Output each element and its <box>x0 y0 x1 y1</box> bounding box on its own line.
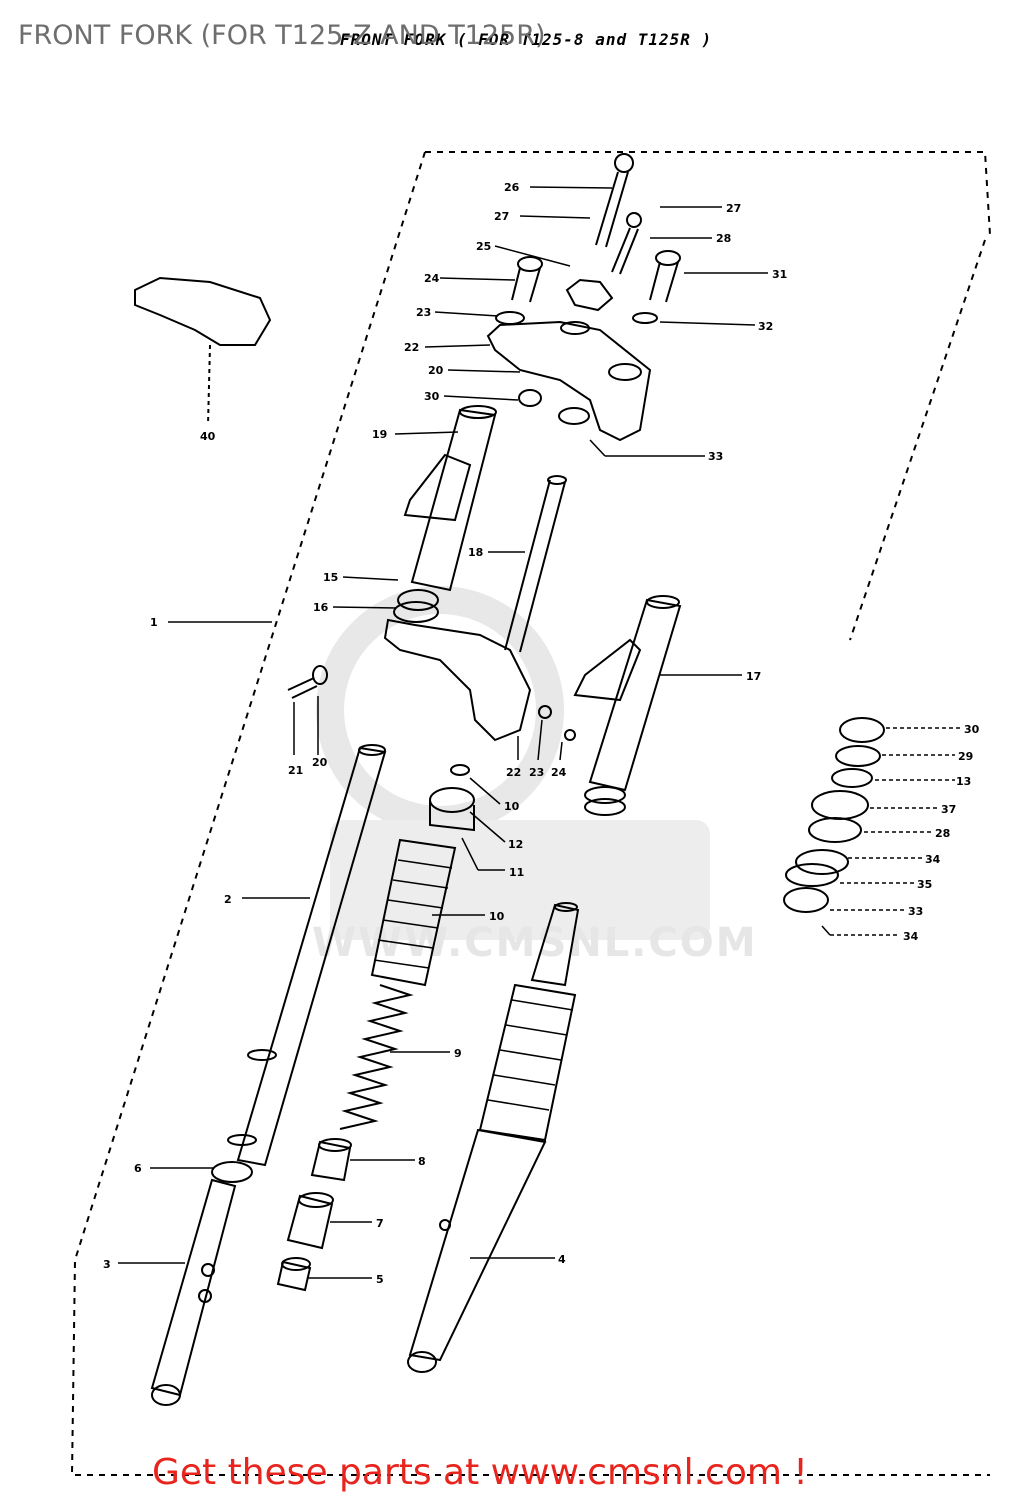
callout-27: 27 <box>726 202 741 215</box>
lower-leg-4 <box>407 902 580 1373</box>
steering-bearing-stack <box>783 717 885 913</box>
callout-29: 29 <box>958 750 973 763</box>
callout-23: 23 <box>529 766 544 779</box>
washer-24 <box>564 729 576 741</box>
callout-33: 33 <box>908 905 923 918</box>
nut-30 <box>518 389 542 407</box>
cap-10 <box>450 764 470 776</box>
callout-22: 22 <box>506 766 521 779</box>
bush-5 <box>276 1260 312 1292</box>
callout-34: 34 <box>925 853 941 866</box>
callout-30: 30 <box>964 723 980 736</box>
callout-9: 9 <box>454 1047 462 1060</box>
upper-bracket-22 <box>486 320 652 442</box>
scanned-diagram-title: FRONT FORK ( FOR T125-8 and T125R ) <box>340 30 713 49</box>
collar-8 <box>310 1140 352 1182</box>
callout-22: 22 <box>404 341 419 354</box>
callout-21: 21 <box>288 764 303 777</box>
clamp-25 <box>565 278 614 312</box>
callout-7: 7 <box>376 1217 384 1230</box>
callout-1: 1 <box>150 616 158 629</box>
callout-25: 25 <box>476 240 491 253</box>
bolt-26 <box>595 153 634 248</box>
callout-11: 11 <box>509 866 524 879</box>
damper-7 <box>286 1194 334 1250</box>
spring-9 <box>339 984 414 1130</box>
mounting-plate-40 <box>134 276 272 346</box>
callout-6: 6 <box>134 1162 142 1175</box>
inner-tube-2 <box>227 744 387 1167</box>
callout-12: 12 <box>508 838 523 851</box>
washer-23 <box>495 311 525 325</box>
fork-cover-19 <box>403 405 497 592</box>
lower-bracket <box>383 618 532 742</box>
callout-28: 28 <box>716 232 731 245</box>
callout-32: 32 <box>758 320 773 333</box>
callout-26: 26 <box>504 181 520 194</box>
callout-15: 15 <box>323 571 338 584</box>
callout-2: 2 <box>224 893 232 906</box>
callout-28: 28 <box>935 827 950 840</box>
callout-30: 30 <box>424 390 440 403</box>
spacer-12 <box>429 787 475 813</box>
callout-27: 27 <box>494 210 509 223</box>
callout-10: 10 <box>504 800 520 813</box>
callout-8: 8 <box>418 1155 426 1168</box>
watermark-text: WWW.CMSNL.COM <box>312 920 758 966</box>
washer-33 <box>558 407 590 425</box>
nut-23 <box>538 705 552 719</box>
callout-20: 20 <box>428 364 444 377</box>
bolt-31 <box>649 250 681 303</box>
dust-boot-11 <box>370 838 457 987</box>
bolt-24 <box>511 256 543 303</box>
bolt-21 <box>287 665 328 699</box>
page-title: FRONT FORK (FOR T125-Z AND T125R) <box>18 20 546 51</box>
callout-23: 23 <box>416 306 431 319</box>
callout-31: 31 <box>772 268 787 281</box>
steering-stem-18 <box>504 475 567 653</box>
callout-4: 4 <box>558 1253 566 1266</box>
washer-32 <box>632 312 658 324</box>
callout-16: 16 <box>313 601 329 614</box>
callout-40: 40 <box>200 430 216 443</box>
callout-34: 34 <box>903 930 919 943</box>
oil-seal-6 <box>211 1161 253 1183</box>
callout-37: 37 <box>941 803 956 816</box>
assembly-boundary-left <box>70 151 990 1476</box>
callout-18: 18 <box>468 546 483 559</box>
callout-5: 5 <box>376 1273 384 1286</box>
bolt-27 <box>611 212 642 275</box>
callout-24: 24 <box>424 272 440 285</box>
callout-24: 24 <box>551 766 567 779</box>
outer-tube-3 <box>150 1178 237 1406</box>
callout-33: 33 <box>708 450 723 463</box>
fork-cover-17 <box>573 595 682 816</box>
callout-35: 35 <box>917 878 932 891</box>
callout-13: 13 <box>956 775 971 788</box>
callout-17: 17 <box>746 670 761 683</box>
callout-3: 3 <box>103 1258 111 1271</box>
cta-link[interactable]: Get these parts at www.cmsnl.com ! <box>152 1452 808 1493</box>
callout-20: 20 <box>312 756 328 769</box>
callout-19: 19 <box>372 428 387 441</box>
callout-10: 10 <box>489 910 505 923</box>
assembly-boundary <box>425 151 991 236</box>
bearing-15 <box>397 589 439 611</box>
